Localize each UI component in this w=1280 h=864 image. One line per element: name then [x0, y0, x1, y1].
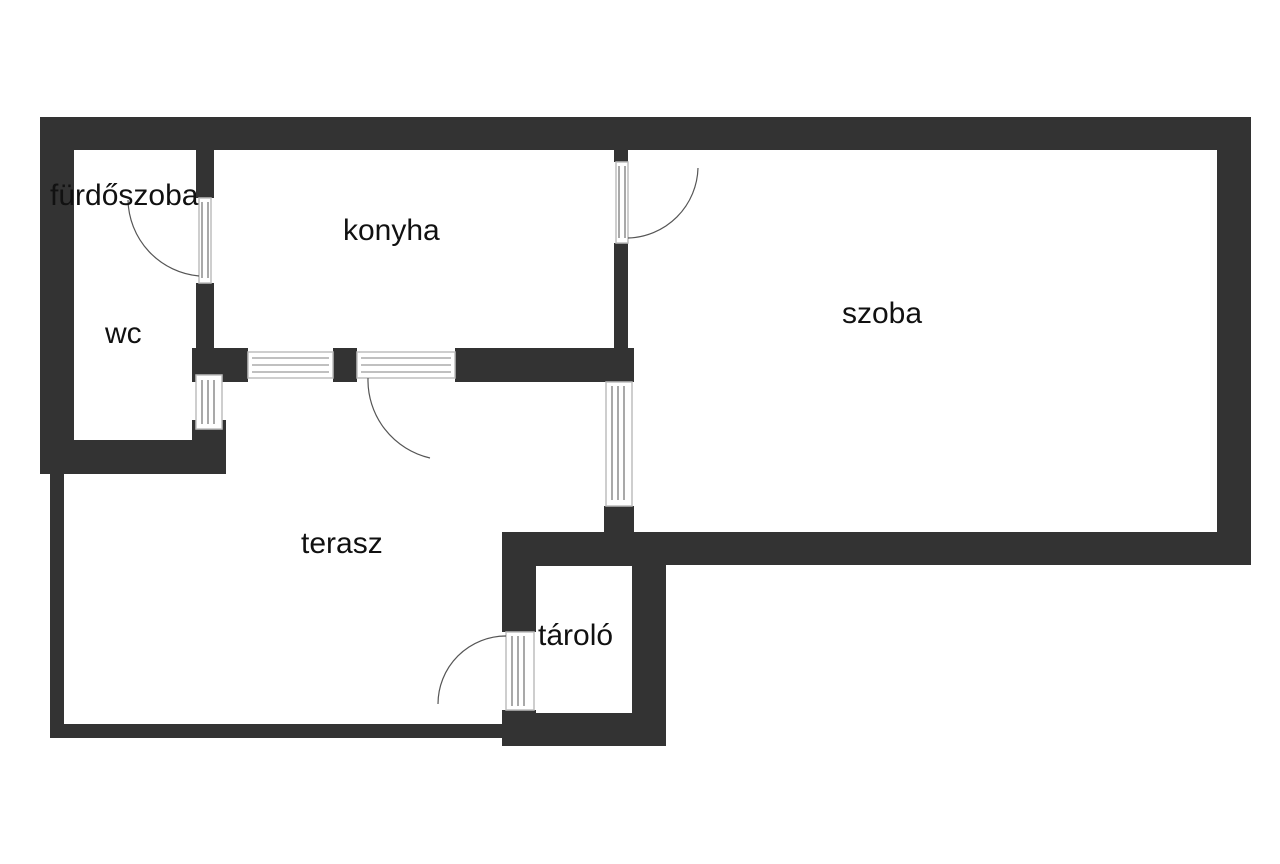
- door-bathroom: [127, 197, 212, 284]
- wall-bath-kitchen-top: [196, 150, 214, 198]
- wall-storage-bottom: [502, 713, 666, 746]
- wall-storage-top: [502, 532, 666, 566]
- wall-kitchen-bottom-b: [333, 348, 357, 382]
- window-kitchen-2: [356, 351, 456, 459]
- terrace-outline: [50, 474, 502, 738]
- room-label-wc: wc: [104, 317, 142, 350]
- room-label-terrace: terasz: [301, 527, 383, 560]
- room-label-room: szoba: [842, 297, 922, 330]
- wall-terrace-room-low: [604, 506, 634, 536]
- wall-kitchen-room-mid: [614, 243, 628, 353]
- door-room: [615, 161, 699, 244]
- door-room-terrace: [605, 381, 633, 507]
- wall-room-bottom: [604, 532, 1251, 565]
- terrace-left-clear: [40, 474, 226, 565]
- door-storage: [437, 631, 535, 711]
- window-kitchen-1: [247, 351, 334, 379]
- wall-room-right: [1217, 117, 1251, 565]
- room-label-kitchen: konyha: [343, 214, 440, 247]
- room-label-storage: tároló: [538, 619, 613, 652]
- wall-kitchen-bottom-c: [455, 348, 634, 382]
- wall-kitchen-room-top: [614, 150, 628, 162]
- wall-bath-kitchen-mid: [196, 283, 214, 353]
- room-label-bathroom: fürdőszoba: [50, 179, 199, 212]
- door-wc: [195, 374, 223, 430]
